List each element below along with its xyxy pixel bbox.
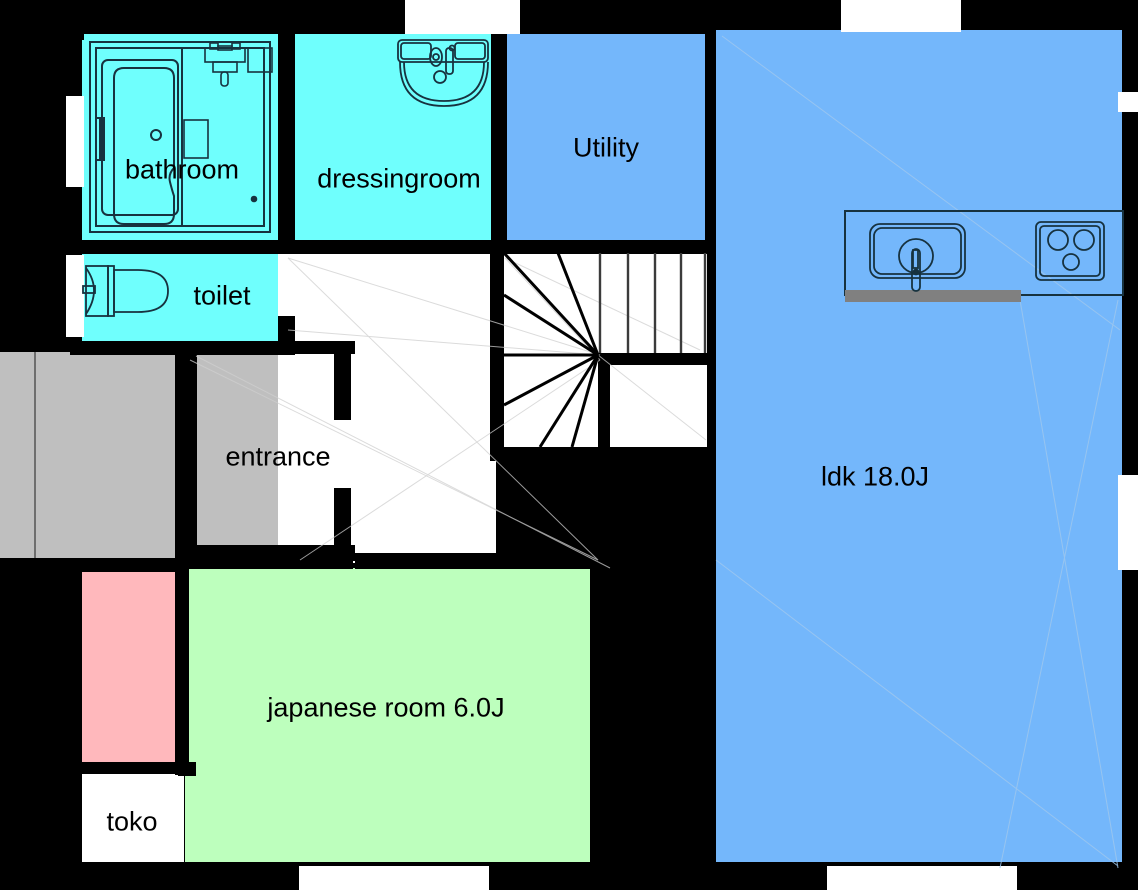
label-dressingroom: dressingroom xyxy=(317,163,481,194)
room-oshiire[interactable] xyxy=(82,568,179,765)
label-bathroom: bathroom xyxy=(124,154,240,185)
room-hall[interactable] xyxy=(278,247,496,563)
label-ldk: ldk 18.0J xyxy=(820,461,930,492)
room-bathroom[interactable] xyxy=(82,34,278,240)
label-japaneseroom: japanese room 6.0J xyxy=(267,692,505,723)
room-stairs[interactable] xyxy=(501,253,707,453)
label-toko: toko xyxy=(106,806,158,837)
room-dressingroom[interactable] xyxy=(295,34,491,240)
room-utility[interactable] xyxy=(507,34,705,240)
room-japaneseroom[interactable] xyxy=(185,568,597,870)
room-porch[interactable] xyxy=(0,352,175,558)
label-toilet: toilet xyxy=(193,280,251,311)
room-toko[interactable] xyxy=(82,772,184,870)
room-ldk[interactable] xyxy=(716,30,1122,870)
label-utility: Utility xyxy=(573,132,639,163)
label-entrance: entrance xyxy=(225,441,331,472)
